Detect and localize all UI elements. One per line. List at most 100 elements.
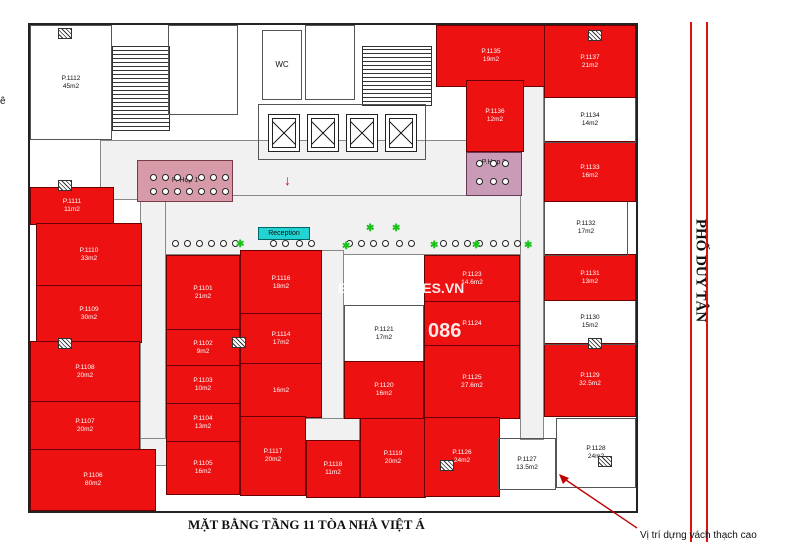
room-id: P.1110 <box>79 247 99 254</box>
room-id: P.1114 <box>271 331 291 338</box>
room-id: P.1120 <box>374 382 394 389</box>
room-area: 14.6m2 <box>461 279 483 286</box>
room-area: 24m2 <box>453 457 471 464</box>
room-id: P.1133 <box>580 163 600 171</box>
street-line-2 <box>706 22 708 542</box>
hatched-column-icon <box>58 180 72 191</box>
room-area: 27.6m2 <box>461 382 483 389</box>
room-area: 13m2 <box>194 423 212 430</box>
chair-icon <box>198 188 205 195</box>
room-area: 18m2 <box>272 282 290 290</box>
toilet-block-right <box>305 25 355 100</box>
street-name: PHỐ DUY TÂN <box>692 218 709 323</box>
plant-icon: ✱ <box>236 239 245 250</box>
chair-icon <box>502 160 509 167</box>
room-id: P.1118 <box>323 461 343 468</box>
chair-icon <box>502 240 509 247</box>
room-id: P.1103 <box>193 377 213 384</box>
stairwell-left <box>112 46 170 131</box>
plant-icon: ✱ <box>366 223 375 234</box>
lift-2 <box>307 114 339 152</box>
lift-3 <box>346 114 378 152</box>
room-area: 10m2 <box>194 385 212 392</box>
hatched-column-icon <box>58 28 72 39</box>
chair-icon <box>490 160 497 167</box>
plant-icon: ✱ <box>472 240 481 251</box>
room-area: 20m2 <box>76 426 94 433</box>
room-id: P.1104 <box>193 415 213 422</box>
chair-icon <box>490 178 497 185</box>
chair-icon <box>476 160 483 167</box>
plant-icon: ✱ <box>392 223 401 234</box>
room-id: P.1111 <box>62 198 82 205</box>
room-area: 20m2 <box>264 456 282 463</box>
room-id: P.1116 <box>271 274 291 282</box>
room-area: 16m2 <box>375 390 393 397</box>
room-id: P.1132 <box>576 220 596 227</box>
room-area: 16m2 <box>272 386 290 394</box>
chair-icon <box>232 240 239 247</box>
plan-title: MẶT BẰNG TẦNG 11 TÒA NHÀ VIỆT Á <box>188 517 425 532</box>
chair-icon <box>476 178 483 185</box>
room-area: 14m2 <box>581 119 599 127</box>
chair-icon <box>208 240 215 247</box>
toilet-block-left <box>168 25 238 115</box>
room-id: P.1136 <box>485 108 505 115</box>
room-area: 13.5m2 <box>516 464 538 471</box>
street-line-1 <box>690 22 692 542</box>
entrance-arrow-icon: ↓ <box>284 172 291 188</box>
room-id: P.1123 <box>462 271 482 278</box>
chair-icon <box>282 240 289 247</box>
room-area: 12m2 <box>486 116 504 123</box>
room-id: P.1101 <box>193 285 213 292</box>
stairwell-right <box>362 46 432 106</box>
room-area: 21m2 <box>581 61 599 69</box>
chair-icon <box>370 240 377 247</box>
wc-label: WC <box>275 60 289 69</box>
chair-icon <box>464 240 471 247</box>
room-id: P.1121 <box>374 326 394 333</box>
meeting-room-1-label: P. Họp 1 <box>171 177 199 184</box>
chair-icon <box>222 188 229 195</box>
chair-icon <box>476 240 483 247</box>
meeting-room-2: P.Họp 2 <box>466 152 522 196</box>
outer-wall-top <box>28 23 638 25</box>
room-area: 30m2 <box>80 314 98 321</box>
chair-icon <box>210 188 217 195</box>
hatched-column-icon <box>588 30 602 41</box>
chair-icon <box>514 240 521 247</box>
room-id: P.1108 <box>75 364 95 371</box>
chair-icon <box>346 240 353 247</box>
room-id: P.1129 <box>580 372 600 379</box>
chair-icon <box>174 188 181 195</box>
room-id: P.1130 <box>580 314 600 321</box>
chair-icon <box>210 174 217 181</box>
lift-lobby <box>258 104 426 160</box>
left-edge-text: ê <box>0 96 6 107</box>
chair-icon <box>162 174 169 181</box>
room-id: P.1128 <box>586 445 606 452</box>
room-id: P.1119 <box>383 450 403 457</box>
room-area: 19m2 <box>482 56 500 63</box>
room-id: P.1137 <box>580 53 600 61</box>
room-area: 21m2 <box>194 293 212 300</box>
reception-desk: Reception <box>258 227 310 240</box>
